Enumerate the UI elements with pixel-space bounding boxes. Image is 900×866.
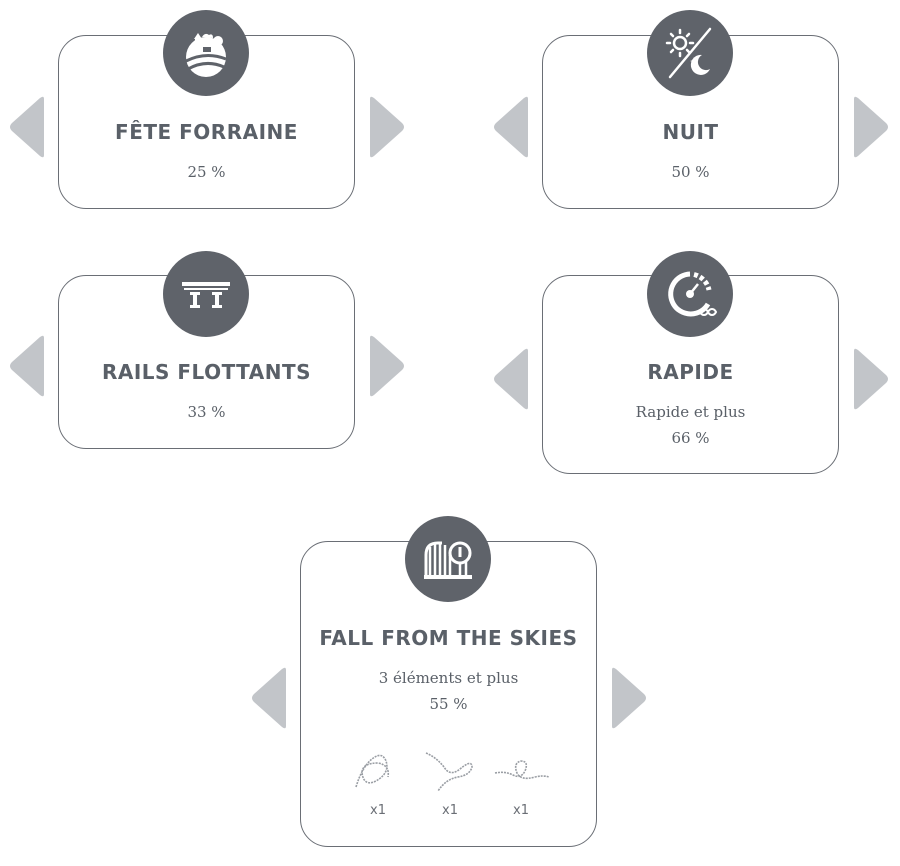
element-count: x1 (370, 803, 386, 818)
chevron-right-icon (370, 335, 404, 397)
card-title: FÊTE FORRAINE (115, 120, 298, 144)
badge-rails-flottants (163, 251, 249, 337)
fairground-landscape-icon (185, 33, 227, 77)
badge-fete-forraine (163, 10, 249, 96)
element-count: x1 (442, 803, 458, 818)
chevron-right-icon (854, 348, 888, 410)
previous-arrow-rails-flottants[interactable] (8, 334, 48, 398)
day-night-icon (665, 27, 712, 79)
element-count: x1 (513, 803, 529, 818)
card-percent: 25 % (187, 163, 226, 181)
badge-rapide (647, 251, 733, 337)
card-percent: 55 % (429, 695, 468, 713)
next-arrow-fete-forraine[interactable] (366, 95, 406, 159)
chevron-left-icon (494, 96, 528, 158)
previous-arrow-fete-forraine[interactable] (8, 95, 48, 159)
chevron-left-icon (252, 667, 286, 729)
chevron-left-icon (10, 96, 44, 158)
previous-arrow-rapide[interactable] (492, 347, 532, 411)
card-subtitle: Rapide et plus (635, 403, 746, 421)
track-element: x1 (491, 747, 551, 818)
floating-rails-icon (182, 282, 230, 308)
modifier-card-rapide: RAPIDE Rapide et plus 66 % (542, 275, 839, 474)
track-element: x1 (420, 747, 480, 818)
roller-coaster-icon (424, 541, 472, 579)
track-corkscrew-element-icon (494, 760, 550, 780)
track-element: x1 (348, 747, 408, 818)
chevron-right-icon (854, 96, 888, 158)
badge-nuit (647, 10, 733, 96)
track-twist-element-icon (425, 752, 473, 792)
card-subtitle: 3 éléments et plus (378, 669, 519, 687)
previous-arrow-fall-from-the-skies[interactable] (250, 666, 290, 730)
card-percent: 33 % (187, 403, 226, 421)
next-arrow-rails-flottants[interactable] (366, 334, 406, 398)
speedometer-infinity-icon (668, 271, 718, 317)
card-percent: 66 % (671, 429, 710, 447)
previous-arrow-nuit[interactable] (492, 95, 532, 159)
card-title: RAILS FLOTTANTS (101, 360, 312, 384)
track-loop-element-icon (355, 754, 390, 788)
next-arrow-rapide[interactable] (850, 347, 890, 411)
chevron-left-icon (494, 348, 528, 410)
card-percent: 50 % (671, 163, 710, 181)
chevron-right-icon (370, 96, 404, 158)
chevron-right-icon (612, 667, 646, 729)
card-title: RAPIDE (647, 360, 734, 384)
badge-fall-from-the-skies (405, 516, 491, 602)
chevron-left-icon (10, 335, 44, 397)
card-title: NUIT (662, 120, 719, 144)
next-arrow-fall-from-the-skies[interactable] (608, 666, 648, 730)
card-title: FALL FROM THE SKIES (319, 626, 578, 650)
next-arrow-nuit[interactable] (850, 95, 890, 159)
